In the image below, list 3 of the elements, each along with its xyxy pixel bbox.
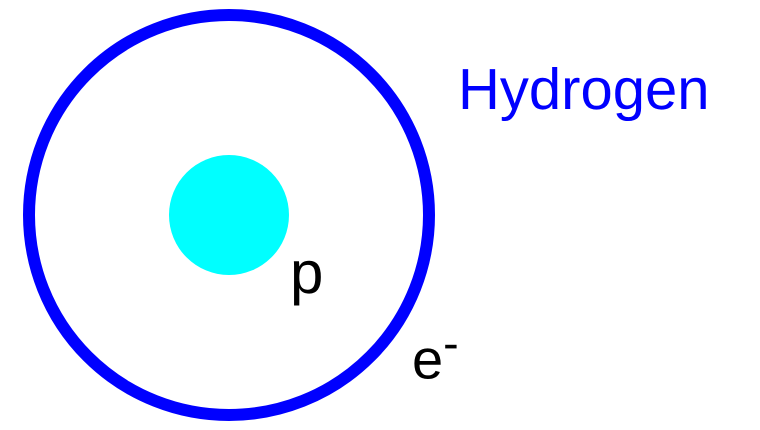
particle-label: p <box>290 240 324 306</box>
particle-label: e$^{-}$ <box>412 318 459 390</box>
title: Hydrogen <box>458 58 710 122</box>
